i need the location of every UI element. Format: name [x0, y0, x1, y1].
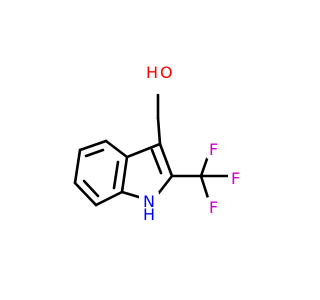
label-mask-f-top [206, 139, 222, 159]
bond-cf3-f-bottom [199, 174, 210, 200]
bond-c3-c2-inner [150, 148, 163, 175]
bond-c7a-c3a-inner [112, 160, 120, 190]
molecule-diagram: H O N H F F F [73, 58, 244, 224]
atom-h-hydroxyl: H [146, 63, 158, 82]
atom-layer: H O N H F F F [139, 58, 244, 224]
bond-c2-n1 [156, 174, 174, 196]
atom-f-top: F [209, 140, 218, 159]
atom-f-right: F [231, 169, 240, 188]
bond-c3-ch2 [156, 116, 162, 146]
atom-o-hydroxyl: O [160, 63, 173, 82]
atom-h-indole: H [143, 205, 155, 224]
atom-f-bottom: F [209, 198, 218, 217]
bond-n1-c7a [120, 190, 144, 200]
bond-c4-c5-inner [84, 148, 105, 158]
bond-layer [73, 93, 231, 207]
label-mask-f-right [228, 168, 244, 188]
bond-c6-c7 [73, 181, 98, 207]
atom-n-indole: N [143, 192, 155, 211]
bond-c3-c2 [158, 142, 174, 178]
bond-c3a-c3 [125, 142, 162, 159]
bond-c7a-c3a [120, 155, 129, 194]
bond-c6-c7-inner [82, 179, 100, 198]
bond-cf3-f-top [199, 154, 210, 178]
label-mask-hydroxyl [143, 58, 175, 86]
bond-c5-c6 [73, 148, 82, 185]
label-mask-f-bottom [206, 197, 222, 217]
bond-c4-c5 [78, 139, 108, 152]
bond-c7-c7a [94, 190, 124, 207]
bond-c3a-c4 [104, 139, 129, 159]
label-mask-nh [139, 190, 159, 222]
